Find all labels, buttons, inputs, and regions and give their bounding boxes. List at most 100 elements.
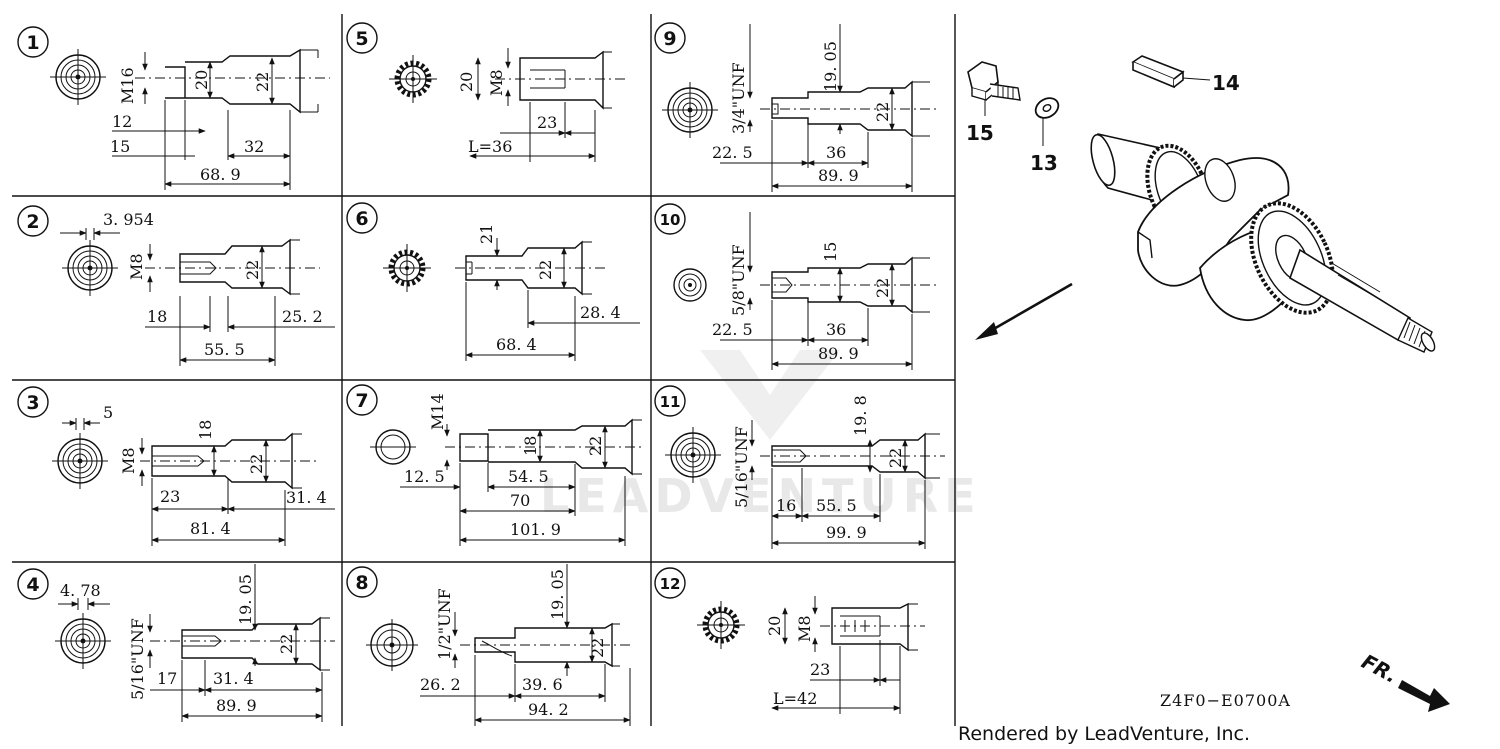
part-13-washer[interactable]	[1032, 94, 1062, 146]
watermark-text: LEADVENTURE	[540, 469, 982, 523]
dim-total: 89. 9	[216, 696, 257, 715]
shaft-end-view	[49, 48, 107, 106]
dim-length-1: 23	[160, 487, 180, 506]
diagram-code: Z4F0−E0700A	[1160, 691, 1291, 710]
dim-diameter-1: 20	[192, 70, 211, 90]
dim-length-1: 12. 5	[404, 467, 445, 486]
dim-thread: 5/8"UNF	[729, 244, 748, 316]
dim-length-2: 23	[810, 660, 830, 679]
dim-length-1: 16	[776, 496, 796, 515]
dim-length-1: 22. 5	[712, 320, 753, 339]
dim-diameter-2: 22	[253, 72, 272, 92]
panel-number: 11	[660, 393, 681, 411]
dim-diameter-1: 19. 05	[236, 574, 255, 625]
dim-diameter-1: 19. 8	[851, 395, 870, 436]
dim-length-3: 28. 4	[580, 303, 621, 322]
dim-total: 68. 9	[200, 165, 241, 184]
dim-thread: M8	[795, 615, 814, 642]
dim-thread: M8	[487, 69, 506, 96]
panel-number: 12	[660, 575, 681, 593]
dim-keyway: 4. 78	[60, 581, 101, 600]
dim-total: 94. 2	[528, 700, 569, 719]
panel-8: 8 1/2"UNF 19. 05 22 26. 2 39. 6 94. 2	[346, 564, 631, 726]
dim-length-2: 31. 4	[213, 669, 254, 688]
shaft-end-view	[661, 81, 719, 139]
dim-total: 89. 9	[818, 344, 859, 363]
dim-length-2: 15	[110, 137, 130, 156]
shaft-profile	[519, 50, 604, 110]
shaft-end-view	[366, 619, 418, 671]
panel-6: 6 21 22 28. 4 68. 4	[346, 202, 640, 361]
dim-length-3: 25. 2	[282, 307, 323, 326]
panel-4: 4 4. 78 5/16"UNF 19. 05 22 17 31. 4 89. …	[17, 564, 335, 722]
front-arrow-icon	[1398, 680, 1450, 712]
part-label-13: 13	[1030, 151, 1058, 175]
dim-length-2: 39. 6	[522, 675, 563, 694]
dim-length-2: 36	[826, 320, 846, 339]
dim-diameter-2: 22	[586, 436, 605, 456]
shaft-end-view	[370, 429, 416, 465]
watermark: LEADVENTURE	[540, 350, 982, 523]
dim-length-1: 17	[157, 669, 177, 688]
spline-end-view	[389, 55, 437, 103]
dim-thread: M8	[127, 253, 146, 280]
dim-diameter-1: 20	[765, 616, 784, 636]
dim-length-2: 23	[537, 113, 557, 132]
dim-thread: 5/16"UNF	[128, 618, 147, 700]
dim-length-3: 32	[244, 137, 264, 156]
dim-keyway: 3. 954	[103, 210, 154, 229]
dim-keyway: 5	[103, 403, 113, 422]
dim-total: 81. 4	[190, 519, 231, 538]
dim-total: L=36	[468, 137, 512, 156]
panel-7: 7 M14 18 22 12. 5 54. 5 70 101. 9	[346, 384, 645, 546]
part-15-bolt[interactable]	[967, 61, 1021, 116]
part-14-key[interactable]	[1131, 55, 1211, 89]
dim-diameter-2: 22	[536, 260, 555, 280]
dim-thread: M14	[428, 393, 447, 430]
panel-number: 2	[26, 211, 39, 233]
panel-11: 11 5/16"UNF 19. 8 22 16 55. 5 99. 9	[654, 385, 945, 549]
panel-number: 8	[355, 572, 368, 594]
shaft-end-view	[673, 268, 707, 302]
dim-diameter-2: 22	[247, 454, 266, 474]
dim-length-2: 54. 5	[508, 467, 549, 486]
dim-thread: M8	[119, 447, 138, 474]
dim-diameter-2: 22	[277, 634, 296, 654]
shaft-end-view	[54, 612, 112, 670]
dim-thread: 3/4"UNF	[729, 62, 748, 134]
shaft-end-view	[61, 239, 119, 297]
dim-length-1: 18	[147, 307, 167, 326]
dim-diameter-2: 22	[873, 278, 892, 298]
panel-5: 5 20 M8 23 L=36	[346, 22, 625, 162]
dim-length-2: 55. 5	[816, 496, 857, 515]
dim-thread: 1/2"UNF	[435, 588, 454, 660]
panel-10: 10 5/8"UNF 15 22 22. 5 36 89. 9	[654, 203, 940, 370]
front-label: FR.	[1358, 649, 1402, 688]
dim-diameter-2: 22	[873, 102, 892, 122]
dim-total: L=42	[773, 689, 817, 708]
front-direction-indicator: FR.	[1358, 649, 1450, 712]
dim-diameter-1: 19. 05	[548, 569, 567, 620]
dim-total: 89. 9	[818, 166, 859, 185]
dim-thread: 5/16"UNF	[732, 426, 751, 508]
assembly-direction-arrow	[975, 282, 1073, 340]
panel-12: 12 20 M8 23 L=42	[654, 567, 925, 714]
dim-thread: M16	[118, 67, 137, 104]
dim-total: 55. 5	[204, 340, 245, 359]
dim-diameter-1: 18	[196, 420, 215, 440]
crankshaft-assembly[interactable]	[1087, 132, 1438, 353]
panel-2: 2 3. 954 M8 22 18 25. 2 55. 5	[17, 205, 335, 366]
dim-diameter-1: 21	[477, 224, 496, 244]
dim-diameter-2: 22	[886, 448, 905, 468]
shaft-profile	[179, 238, 291, 296]
panel-number: 6	[355, 208, 368, 230]
panel-3: 3 5 M8 18 22 23 31. 4 81. 4	[17, 386, 335, 546]
panel-9: 9 3/4"UNF 19. 05 22 22. 5 36 89. 9	[654, 22, 940, 192]
panel-number: 4	[26, 574, 39, 596]
panel-number: 10	[660, 211, 681, 229]
dim-diameter-1: 19. 05	[821, 41, 840, 92]
shaft-profile	[165, 48, 301, 114]
panel-grid	[12, 14, 956, 726]
dim-length-3: 31. 4	[286, 488, 327, 507]
